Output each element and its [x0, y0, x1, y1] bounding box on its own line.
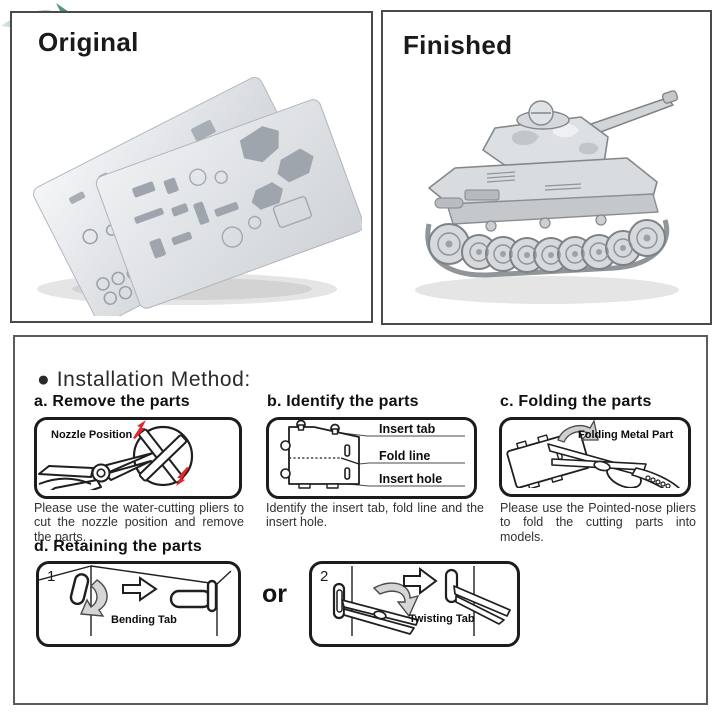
twisting-tab-label: Twisting Tab [409, 613, 475, 625]
metal-part-outline [506, 430, 591, 488]
section-a-diagram-box: Nozzle Position [34, 417, 242, 499]
fold-line-label: Fold line [379, 449, 431, 463]
finished-panel: Finished [381, 10, 712, 325]
section-a-caption: Please use the water-cutting pliers to c… [34, 501, 244, 544]
bending-tab-diagram-box: 1 Bending Tab [36, 561, 241, 647]
tank-hull [428, 157, 659, 225]
step-number: 2 [320, 568, 329, 585]
section-b-label: b. Identify the parts [267, 393, 419, 410]
insert-hole-label: Insert hole [379, 472, 443, 486]
nozzle-position-label: Nozzle Position [51, 429, 133, 441]
section-b-caption: Identify the insert tab, fold line and t… [266, 501, 484, 530]
twisting-tab-diagram-box: 2 Twisting Tab [309, 561, 520, 647]
twisting-tab-illustration [332, 566, 511, 636]
magnifier-circle [132, 425, 194, 487]
fold-direction-arrow-icon [557, 420, 599, 443]
installation-method-text: Installation Method: [56, 368, 251, 391]
sprue-cross [138, 428, 188, 484]
installation-instructions-panel: ● Installation Method: a. Remove the par… [13, 335, 708, 705]
bending-tab-label: Bending Tab [111, 614, 177, 626]
finished-title: Finished [403, 30, 513, 60]
bullet-icon: ● [37, 368, 51, 391]
bend-direction-arrow-icon [79, 579, 108, 617]
or-label: or [262, 580, 287, 608]
insert-tab-label: Insert tab [379, 422, 436, 436]
tank-model-illustration [415, 90, 679, 304]
folding-illustration [506, 420, 680, 488]
section-c-diagram-box: Folding Metal Part [499, 417, 691, 497]
step-arrow-icon [122, 576, 158, 602]
step-arrow-icon [403, 567, 438, 595]
original-title: Original [38, 27, 139, 57]
metal-sheet-front [95, 99, 362, 309]
cut-mark-icons [133, 420, 189, 486]
section-c-label: c. Folding the parts [500, 393, 652, 410]
tank-turret [482, 100, 609, 172]
step-number: 1 [47, 568, 56, 585]
part-anatomy-illustration [280, 420, 465, 489]
fold-line-mark [289, 457, 360, 465]
bent-tab-result [169, 579, 218, 613]
hand-outline [38, 477, 92, 485]
bending-tab-illustration [39, 565, 232, 636]
section-b-diagram-box: Insert tab Fold line Insert hole [266, 417, 477, 499]
section-c-caption: Please use the Pointed-nose pliers to fo… [500, 501, 696, 544]
original-panel: Original [10, 11, 373, 323]
nozzle-cutting-illustration [38, 420, 194, 490]
tab-outline [69, 573, 90, 606]
folding-metal-part-label: Folding Metal Part [578, 429, 674, 441]
pliers-tip-icon [453, 585, 511, 625]
section-d-label: d. Retaining the parts [34, 538, 202, 555]
metal-part-outline [280, 420, 360, 489]
metal-sheets-illustration [33, 77, 362, 316]
pointed-nose-pliers-icon [547, 443, 680, 488]
pliers-icon [341, 599, 419, 635]
installation-method-heading: ● Installation Method: [37, 368, 251, 392]
grip-texture [645, 475, 671, 488]
twist-direction-arrow-icon [372, 582, 420, 618]
tank-gun-barrel [590, 90, 679, 134]
section-a-label: a. Remove the parts [34, 393, 190, 410]
cutting-pliers-icon [38, 452, 154, 490]
tank-tracks-and-wheels [425, 214, 670, 278]
